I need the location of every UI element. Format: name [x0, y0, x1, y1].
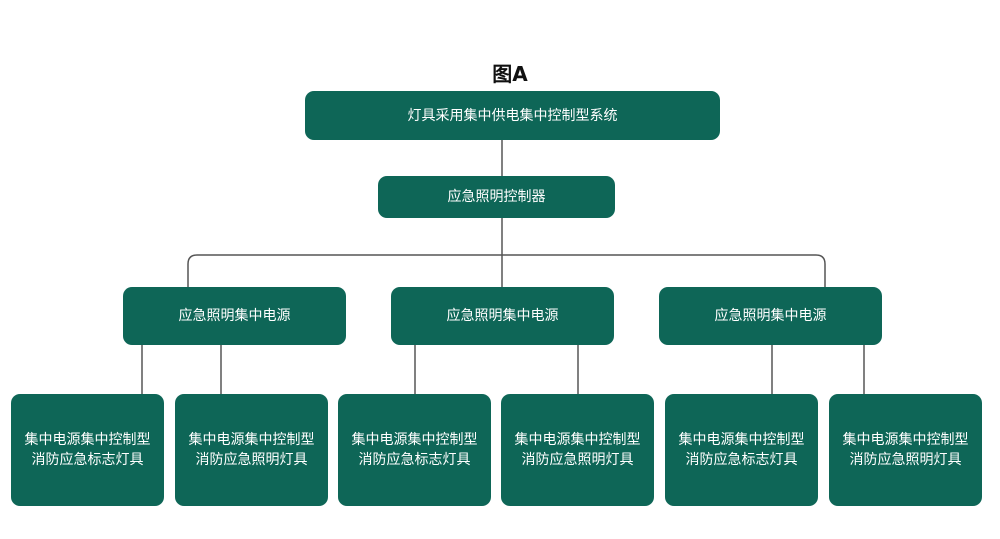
- power-node-2: 应急照明集中电源: [391, 287, 614, 345]
- power-node-1: 应急照明集中电源: [123, 287, 346, 345]
- leaf-node-line2: 消防应急标志灯具: [685, 452, 798, 468]
- leaf-node-5: 集中电源集中控制型 消防应急标志灯具: [665, 394, 818, 506]
- leaf-node-line1: 集中电源集中控制型: [842, 432, 969, 448]
- leaf-node-line2: 消防应急标志灯具: [358, 452, 471, 468]
- leaf-node-line1: 集中电源集中控制型: [678, 432, 805, 448]
- leaf-node-3: 集中电源集中控制型 消防应急标志灯具: [338, 394, 491, 506]
- top-node: 灯具采用集中供电集中控制型系统: [305, 91, 720, 140]
- leaf-node-line2: 消防应急照明灯具: [849, 452, 962, 468]
- diagram-title: 图A: [492, 62, 528, 86]
- leaf-node-line1: 集中电源集中控制型: [351, 432, 478, 448]
- leaf-node-4: 集中电源集中控制型 消防应急照明灯具: [501, 394, 654, 506]
- leaf-node-2: 集中电源集中控制型 消防应急照明灯具: [175, 394, 328, 506]
- leaf-node-line1: 集中电源集中控制型: [514, 432, 641, 448]
- leaf-node-6: 集中电源集中控制型 消防应急照明灯具: [829, 394, 982, 506]
- power-node-3: 应急照明集中电源: [659, 287, 882, 345]
- controller-node: 应急照明控制器: [378, 176, 615, 218]
- leaf-node-line1: 集中电源集中控制型: [24, 432, 151, 448]
- leaf-node-line2: 消防应急标志灯具: [31, 452, 144, 468]
- connector-horizontal-bus: [187, 254, 826, 287]
- leaf-node-line2: 消防应急照明灯具: [521, 452, 634, 468]
- leaf-node-line2: 消防应急照明灯具: [195, 452, 308, 468]
- leaf-node-1: 集中电源集中控制型 消防应急标志灯具: [11, 394, 164, 506]
- leaf-node-line1: 集中电源集中控制型: [188, 432, 315, 448]
